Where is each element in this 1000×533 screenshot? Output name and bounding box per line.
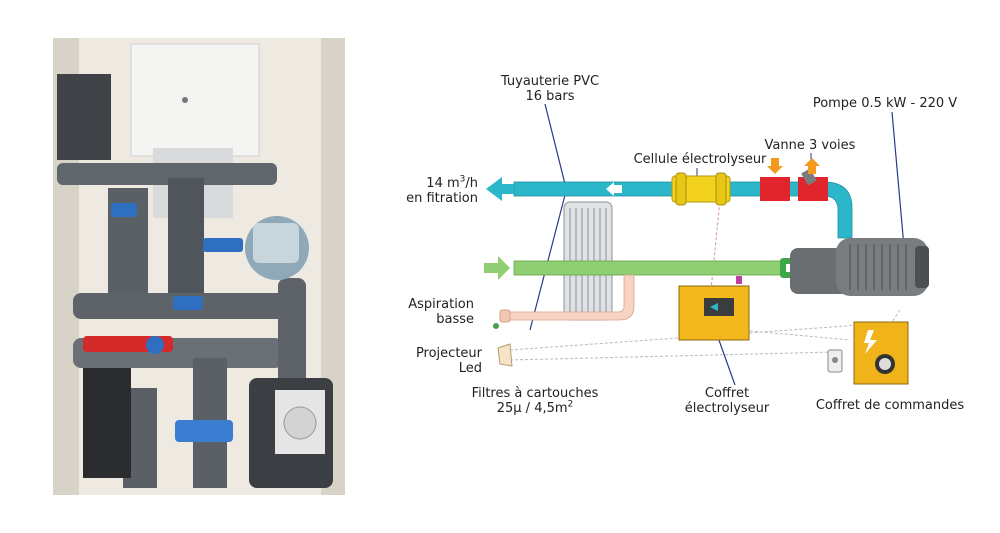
valve-handle <box>801 168 817 186</box>
remote-button <box>832 357 838 363</box>
valve-body-1 <box>760 177 790 201</box>
pump-end-cap <box>915 246 929 288</box>
bottom-suction-pipe <box>503 274 635 321</box>
flow-rate-number: 14 m <box>426 176 460 191</box>
pvc-label-line1: Tuyauterie PVC <box>500 74 600 89</box>
filters-spec: 25µ / 4,5m <box>496 401 568 416</box>
suction-inlet <box>499 309 511 323</box>
suction-label-line2: basse <box>436 312 474 327</box>
outflow-arrow <box>486 177 514 201</box>
filters-label: Filtres à cartouches 25µ / 4,5m2 <box>460 386 610 416</box>
filters-spec-exponent: 2 <box>567 399 574 410</box>
lightning-icon <box>864 330 877 354</box>
electro-box-label-line1: Coffret <box>704 386 750 401</box>
valve-down-arrow <box>767 158 783 174</box>
electrolyser-display <box>704 298 734 316</box>
pump-leader <box>891 111 906 259</box>
filters-label-line2: 25µ / 4,5m2 <box>460 399 610 416</box>
electro-box-label-line2: électrolyseur <box>684 401 770 416</box>
cell-union-right <box>715 172 727 206</box>
cell-label: Cellule électrolyseur <box>633 152 767 167</box>
projector-label-line1: Projecteur <box>415 346 482 361</box>
valve-label: Vanne 3 voies <box>764 138 856 153</box>
filtration-unit-photo <box>53 38 345 495</box>
control-box-label: Coffret de commandes <box>815 398 965 413</box>
suction-point <box>493 323 499 329</box>
cell-union-left <box>675 172 687 206</box>
control-timer-face <box>879 358 891 370</box>
flow-rate-exponent: 3 <box>459 174 466 185</box>
flow-rate-unit: /h <box>465 176 478 191</box>
electrolyser-display-icon <box>710 303 718 311</box>
filters-label-line1: Filtres à cartouches <box>471 386 599 401</box>
pump-label: Pompe 0.5 kW - 220 V <box>812 96 958 111</box>
schematic-drawing <box>484 103 929 386</box>
inflow-arrow <box>484 256 510 280</box>
led-projector <box>497 343 513 367</box>
pipe-flow-arrow <box>606 182 622 196</box>
cell-cable <box>709 199 721 301</box>
pvc-leader <box>544 103 566 185</box>
electro-box-label: Coffret électrolyseur <box>672 386 782 416</box>
electrolyser-connector <box>736 276 742 284</box>
flow-label-line1: 14 m3/h <box>380 174 478 191</box>
electro-cable <box>739 329 851 341</box>
flow-label: 14 m3/h en fitration <box>380 174 478 206</box>
suction-pipe <box>513 260 815 276</box>
pvc-riser <box>823 181 853 239</box>
valve-up-arrow <box>804 158 820 174</box>
pvc-label: Tuyauterie PVC 16 bars <box>490 74 610 104</box>
suction-label: Aspiration basse <box>380 297 474 327</box>
projector-label-line2: Led <box>458 361 482 376</box>
projector-label: Projecteur Led <box>380 346 482 376</box>
projector-cable-2 <box>509 351 836 361</box>
filtration-schematic: Tuyauterie PVC 16 bars Pompe 0.5 kW - 22… <box>380 60 980 460</box>
pvc-label-line2: 16 bars <box>525 89 575 104</box>
pump-body <box>790 248 850 294</box>
control-box <box>853 321 909 385</box>
flow-label-line2: en fitration <box>406 191 478 206</box>
suction-label-line1: Aspiration <box>408 297 474 312</box>
